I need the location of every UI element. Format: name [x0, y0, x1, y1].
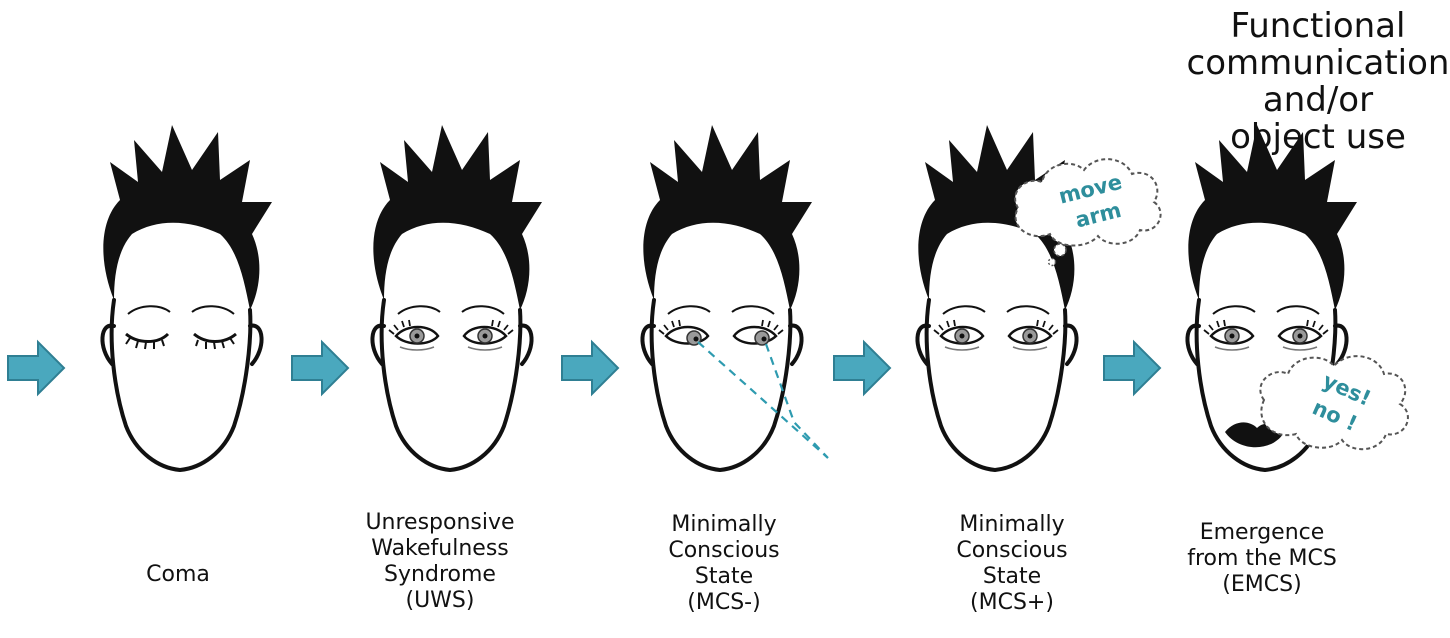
stage-label-mcs-plus: Minimally Conscious State (MCS+) — [956, 512, 1067, 616]
thought-bubble: move arm — [1015, 159, 1160, 265]
arrow-icon — [1104, 342, 1160, 394]
open-eyes-icon — [1204, 320, 1328, 350]
gaze-line-icon — [698, 342, 828, 458]
open-eyes-icon — [389, 320, 513, 350]
emcs-criteria-title: Functional communication and/or object u… — [1187, 8, 1450, 156]
speech-bubble: yes! no ! — [1260, 356, 1408, 449]
stage-label-coma: Coma — [146, 562, 210, 588]
arrow-icon — [292, 342, 348, 394]
face-coma — [102, 125, 272, 470]
open-eyes-icon — [934, 320, 1058, 350]
stage-label-uws: Unresponsive Wakefulness Syndrome (UWS) — [365, 510, 514, 614]
stage-label-mcs-minus: Minimally Conscious State (MCS-) — [668, 512, 779, 616]
arrow-icon — [8, 342, 64, 394]
face-mcs-minus — [642, 125, 828, 470]
arrow-icon — [562, 342, 618, 394]
stage-label-emcs: Emergence from the MCS (EMCS) — [1187, 520, 1337, 598]
arrows-group — [8, 342, 1160, 394]
tracking-eyes-icon — [659, 320, 783, 345]
arrow-icon — [834, 342, 890, 394]
closed-eyes-icon — [126, 334, 236, 349]
face-uws — [372, 125, 542, 470]
